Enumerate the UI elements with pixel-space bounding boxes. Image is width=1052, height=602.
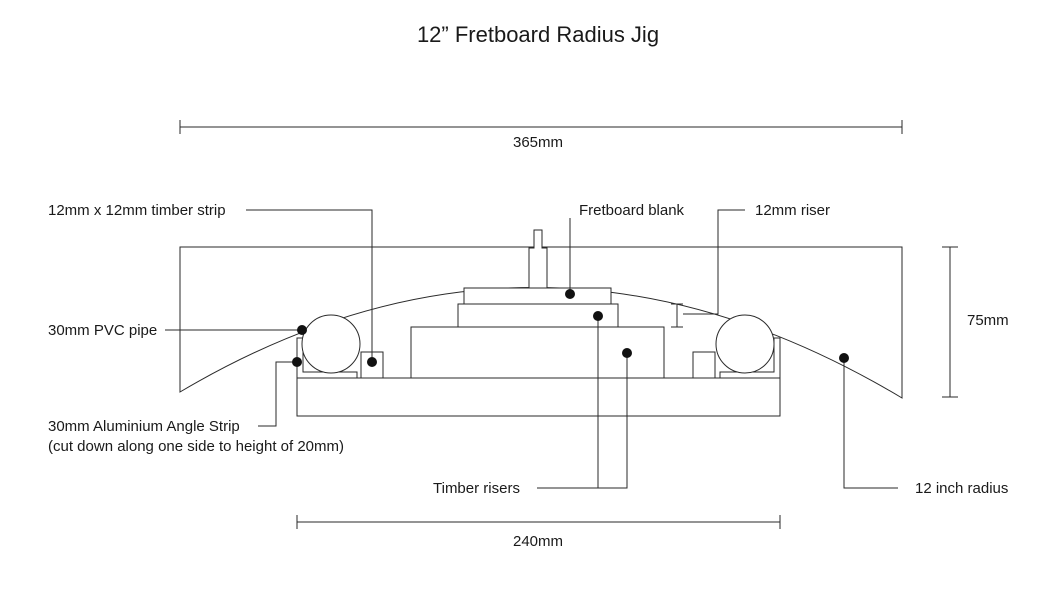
- angle-strip-label-line1: 30mm Aluminium Angle Strip: [48, 418, 240, 435]
- riser-label: 12mm riser: [755, 202, 830, 219]
- overall-width-dimension: [179, 120, 903, 134]
- radius-label: 12 inch radius: [915, 480, 1008, 497]
- jig-handle: [528, 229, 548, 289]
- overall-width-label: 365mm: [513, 134, 563, 151]
- callout-fretboard-blank: [565, 218, 575, 299]
- base-width-label: 240mm: [513, 533, 563, 550]
- timber-strip-label: 12mm x 12mm timber strip: [48, 202, 226, 219]
- pvc-pipe-label: 30mm PVC pipe: [48, 322, 157, 339]
- pvc-pipe-left: [301, 314, 361, 374]
- base-board: [296, 377, 781, 417]
- timber-strip-right: [692, 351, 716, 379]
- timber-risers-label: Timber risers: [433, 480, 520, 497]
- fretboard-blank-label: Fretboard blank: [579, 202, 685, 219]
- riser-height-marker: [671, 303, 683, 328]
- fretboard-blank: [463, 287, 612, 305]
- pvc-pipe-right: [715, 314, 775, 374]
- height-label: 75mm: [967, 312, 1009, 329]
- height-dimension: [942, 246, 958, 398]
- angle-strip-label-line2: (cut down along one side to height of 20…: [48, 438, 344, 455]
- base-width-dimension: [296, 515, 781, 529]
- timber-riser-large: [410, 326, 665, 379]
- callout-radius: [839, 353, 898, 489]
- diagram-title: 12” Fretboard Radius Jig: [417, 22, 659, 47]
- callout-pvc-pipe: [165, 325, 307, 335]
- callout-angle-strip: [258, 357, 302, 427]
- callout-timber-strip: [246, 209, 377, 367]
- callout-timber-risers: [537, 311, 632, 489]
- callout-riser: [683, 209, 745, 315]
